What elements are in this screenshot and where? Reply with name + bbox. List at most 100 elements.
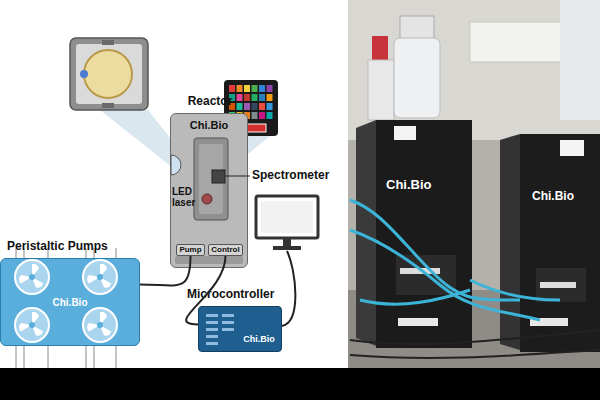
rotor-hub (29, 322, 35, 328)
monitor-icon-part (273, 246, 301, 250)
port-label: Pump (177, 246, 204, 255)
rotor-blade (100, 325, 111, 336)
node-heading: Reactor (170, 95, 250, 108)
reactor-details-part (212, 170, 225, 183)
port-box: Control (208, 244, 243, 256)
monitor-icon (256, 196, 318, 250)
grid-cell (252, 94, 258, 101)
grid-cell (237, 94, 243, 101)
status-leds-part (206, 335, 218, 338)
monitor-cable-part (282, 251, 295, 326)
photo-part (520, 134, 600, 352)
grid-cell (237, 103, 243, 110)
rotor-blade (100, 264, 107, 277)
status-leds-part (206, 342, 218, 345)
reactor-details-part (225, 176, 250, 177)
rotor-blade (100, 277, 111, 288)
photo-part (376, 120, 472, 348)
grid-cell (229, 85, 235, 92)
rotor-hub (97, 274, 103, 280)
device-brand: Chi.Bio (532, 190, 592, 203)
grid-cell (244, 85, 250, 92)
bottom-band (0, 368, 600, 400)
rotor-blade (32, 277, 43, 288)
zoom-inset-part (76, 44, 142, 104)
photo-part (500, 134, 520, 350)
photo-part (394, 38, 440, 118)
photo-part (400, 268, 440, 274)
zoom-inset-part (84, 50, 132, 98)
reactor-details-part (199, 144, 223, 214)
photo-part (536, 268, 586, 302)
grid-cell (252, 112, 258, 119)
reactor-details-part (194, 138, 228, 220)
grid-cell (252, 85, 258, 92)
rotor-blade (87, 275, 100, 283)
grid-cell (267, 94, 273, 101)
grid-cell (244, 94, 250, 101)
photo-part (530, 318, 568, 326)
photo-part (396, 255, 456, 295)
grid-cell (259, 112, 265, 119)
pump-array-box: Peristaltic PumpsChi.Bio (0, 258, 140, 346)
port-label: Control (209, 246, 242, 255)
photo-part (356, 120, 376, 346)
photo-part (560, 0, 600, 120)
node-heading: Peristaltic Pumps (7, 240, 147, 253)
grid-cell (259, 85, 265, 92)
grid-cell (267, 85, 273, 92)
monitor-icon-part (256, 196, 318, 238)
reactor-details (171, 138, 250, 264)
cable-connector (140, 256, 191, 285)
rotor-blade (32, 312, 39, 325)
grid-cell (267, 112, 273, 119)
status-leds (206, 314, 234, 345)
photo (348, 0, 600, 368)
photo-part (360, 290, 470, 304)
monitor-icon-part (261, 201, 313, 233)
brand-text: Chi.Bio (171, 119, 247, 131)
photo-part (350, 330, 600, 344)
pump-rotor (83, 308, 117, 342)
status-leds-part (206, 328, 218, 331)
monitor-cable (282, 251, 295, 326)
photo-part (394, 126, 416, 140)
status-leds-part (206, 314, 218, 317)
component-label: Spectrometer (252, 169, 342, 182)
status-leds-part (206, 321, 218, 324)
node-heading: Microcontroller (187, 288, 297, 301)
pump-rotor (15, 308, 49, 342)
rotor-hub (29, 274, 35, 280)
photo-part (470, 280, 560, 300)
zoom-inset-part (102, 103, 114, 108)
rotor-blade (32, 264, 39, 277)
photo-part (350, 230, 540, 320)
photo-part (470, 22, 590, 62)
photo-part (350, 200, 520, 300)
zoom-inset-part (102, 40, 114, 45)
status-leds-part (222, 314, 234, 317)
reactor-details-part (171, 155, 181, 175)
reactor-details-part (202, 194, 212, 204)
pump-rotor (15, 260, 49, 294)
rotor-blade (100, 312, 107, 325)
grid-cell (259, 103, 265, 110)
photo-part (348, 290, 600, 368)
photo-part (560, 140, 584, 156)
cable-connector (186, 256, 225, 324)
photo-part (350, 350, 600, 358)
zoom-inset (70, 38, 186, 172)
pump-rotors (15, 260, 117, 342)
brand-text: Chi.Bio (45, 297, 95, 308)
port-box: Pump (176, 244, 205, 256)
monitor-icon-part (283, 239, 291, 247)
status-leds-part (222, 321, 234, 324)
grid-cell (252, 103, 258, 110)
status-leds-part (222, 328, 234, 331)
microcontroller-box: MicrocontrollerChi.Bio (198, 306, 282, 352)
photo-part (372, 36, 388, 62)
rotor-blade (32, 325, 43, 336)
component-label: LED laser (172, 186, 204, 208)
rotor-blade (19, 275, 32, 283)
